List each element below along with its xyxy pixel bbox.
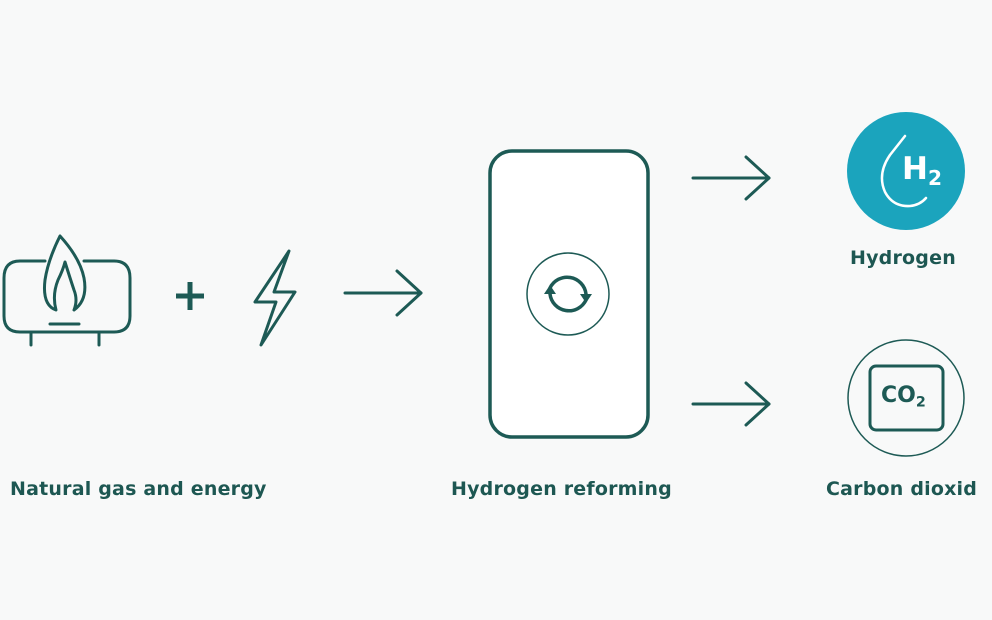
refresh-cycle-icon (548, 275, 588, 313)
co2-symbol-text: CO (881, 383, 916, 408)
hydrogen-circle (847, 112, 965, 230)
reformer-unit (488, 149, 650, 439)
h2-symbol-text: H (902, 151, 928, 187)
label-hydrogen: Hydrogen (850, 247, 956, 269)
lightning-bolt-icon (253, 249, 297, 347)
arrow-right-icon (343, 269, 423, 317)
label-natural-gas-and-energy: Natural gas and energy (10, 478, 267, 500)
h2-symbol: H2 (902, 151, 942, 190)
plus-icon (176, 282, 204, 310)
water-drop-icon (880, 134, 928, 208)
gas-tank-icon (2, 234, 132, 347)
co2-subscript: 2 (915, 394, 926, 411)
h2-subscript: 2 (927, 166, 942, 191)
co2-symbol: CO2 (881, 383, 926, 410)
co2-box-icon (868, 364, 945, 432)
label-carbon-dioxide: Carbon dioxid (826, 478, 978, 500)
label-hydrogen-reforming: Hydrogen reforming (451, 478, 672, 500)
co2-circle (847, 339, 965, 457)
arrow-right-icon (691, 381, 771, 427)
arrow-right-icon (691, 155, 771, 201)
